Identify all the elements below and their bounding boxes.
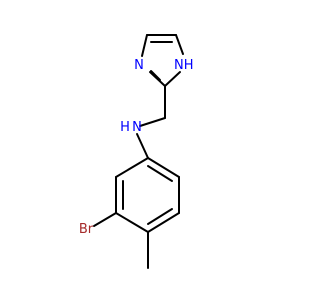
bond-c3-br [93,212,117,227]
molecule-canvas: N NH H N Br [79,34,194,269]
atom-nh-amine-label: N [132,120,142,135]
atom-nh-amine-h-label: H [120,120,130,135]
atom-n1h-label: NH [174,58,194,73]
bond-n3-c4 [141,34,148,57]
bond-ch2-nh [139,117,166,127]
bond-c2-n3-double [150,70,161,81]
bond-c2-n3 [149,71,166,87]
imidazole-ring [141,34,184,87]
bond-c5-n1h [175,34,184,55]
benzene-ring [115,157,180,233]
bond-c4-c5-inner [147,208,173,225]
bond-c1-c2 [115,157,149,178]
atom-br-label: Br [79,222,94,237]
bond-c6-c1-inner [147,165,173,182]
atom-n3-label: N [134,58,144,73]
bond-nh-c1 [136,133,149,159]
bond-n1h-c2 [164,71,181,87]
structure-diagram: N NH H N Br [79,34,194,269]
bond-c6-c1 [147,157,180,178]
bond-c3-c4 [115,212,149,233]
bond-c4-c5 [147,212,180,233]
